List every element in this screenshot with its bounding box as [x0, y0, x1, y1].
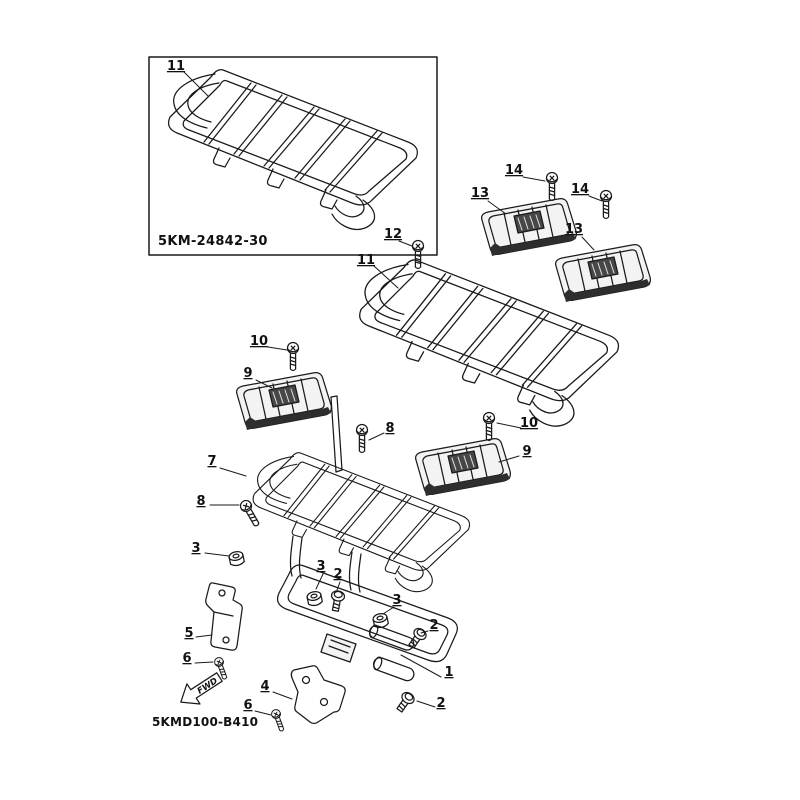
- bolt-2a: [328, 589, 346, 613]
- callout-14a: 14: [505, 163, 523, 178]
- screw-6a: [212, 655, 230, 681]
- callout-10a: 10: [250, 334, 268, 349]
- guard-roller-b: [372, 656, 415, 682]
- footer-part-code: 5KMD100-B410: [152, 715, 258, 729]
- callout-12: 12: [384, 227, 402, 242]
- callout-2a: 2: [333, 567, 342, 582]
- callout-3c: 3: [392, 593, 401, 608]
- bracket-4: [290, 665, 346, 725]
- inset-frame: [148, 56, 438, 256]
- front-guard-assembly: [276, 535, 458, 682]
- callout-8a: 8: [385, 421, 394, 436]
- damper-3b: [305, 589, 324, 608]
- callout-13a: 13: [471, 186, 489, 201]
- guard-mount-plate: [320, 633, 357, 663]
- footrest-plate-9b: [414, 437, 512, 497]
- callout-1: 1: [444, 665, 453, 680]
- mounting-strap: [330, 395, 343, 473]
- callout-4: 4: [260, 679, 269, 694]
- footrest-plate-9a: [235, 371, 333, 431]
- callout-2b: 2: [429, 618, 438, 633]
- screw-6b: [269, 707, 287, 733]
- bracket-5: [205, 582, 243, 651]
- callout-3b: 3: [316, 559, 325, 574]
- inset-part-code: 5KM-24842-30: [158, 234, 268, 249]
- screw-10a: [286, 341, 300, 372]
- screw-8b: [237, 497, 263, 529]
- leader-lines: [183, 71, 603, 716]
- callout-9b: 9: [522, 444, 531, 459]
- footrest-plate-13b: [554, 243, 652, 303]
- callout-2c: 2: [436, 696, 445, 711]
- callout-3a: 3: [191, 541, 200, 556]
- bolt-2c: [393, 689, 417, 715]
- callout-14b: 14: [571, 182, 589, 197]
- callout-9a: 9: [243, 366, 252, 381]
- fwd-arrow: FWD: [180, 672, 223, 705]
- callout-13b: 13: [565, 222, 583, 237]
- screw-14a: [545, 171, 559, 202]
- fwd-arrow-shape: [180, 672, 223, 705]
- callout-6b: 6: [243, 698, 252, 713]
- screw-8a: [355, 423, 369, 454]
- callout-8b: 8: [196, 494, 205, 509]
- callout-7: 7: [207, 454, 216, 469]
- guard-roller-a: [368, 624, 415, 651]
- screw-10b: [482, 411, 496, 442]
- callout-5: 5: [184, 626, 193, 641]
- callout-11-inset: 11: [167, 59, 185, 74]
- screw-14b: [599, 189, 613, 220]
- damper-3a: [227, 549, 246, 568]
- callout-6a: 6: [182, 651, 191, 666]
- callout-10b: 10: [520, 416, 538, 431]
- callout-11: 11: [357, 253, 375, 268]
